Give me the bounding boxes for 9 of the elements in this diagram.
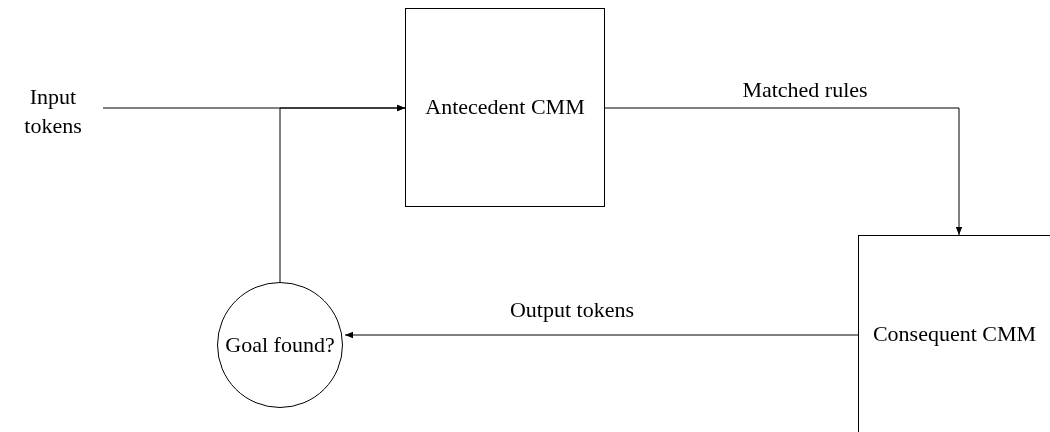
node-text: Goal found? [225, 330, 335, 359]
process-box [858, 235, 1050, 432]
node-text: Input tokens [23, 83, 83, 140]
node-text: Consequent CMM [872, 319, 1037, 348]
node-text: Antecedent CMM [425, 93, 585, 122]
process-box [405, 8, 605, 207]
arrow [344, 331, 859, 339]
arrow [604, 107, 963, 236]
arrow [279, 104, 406, 283]
